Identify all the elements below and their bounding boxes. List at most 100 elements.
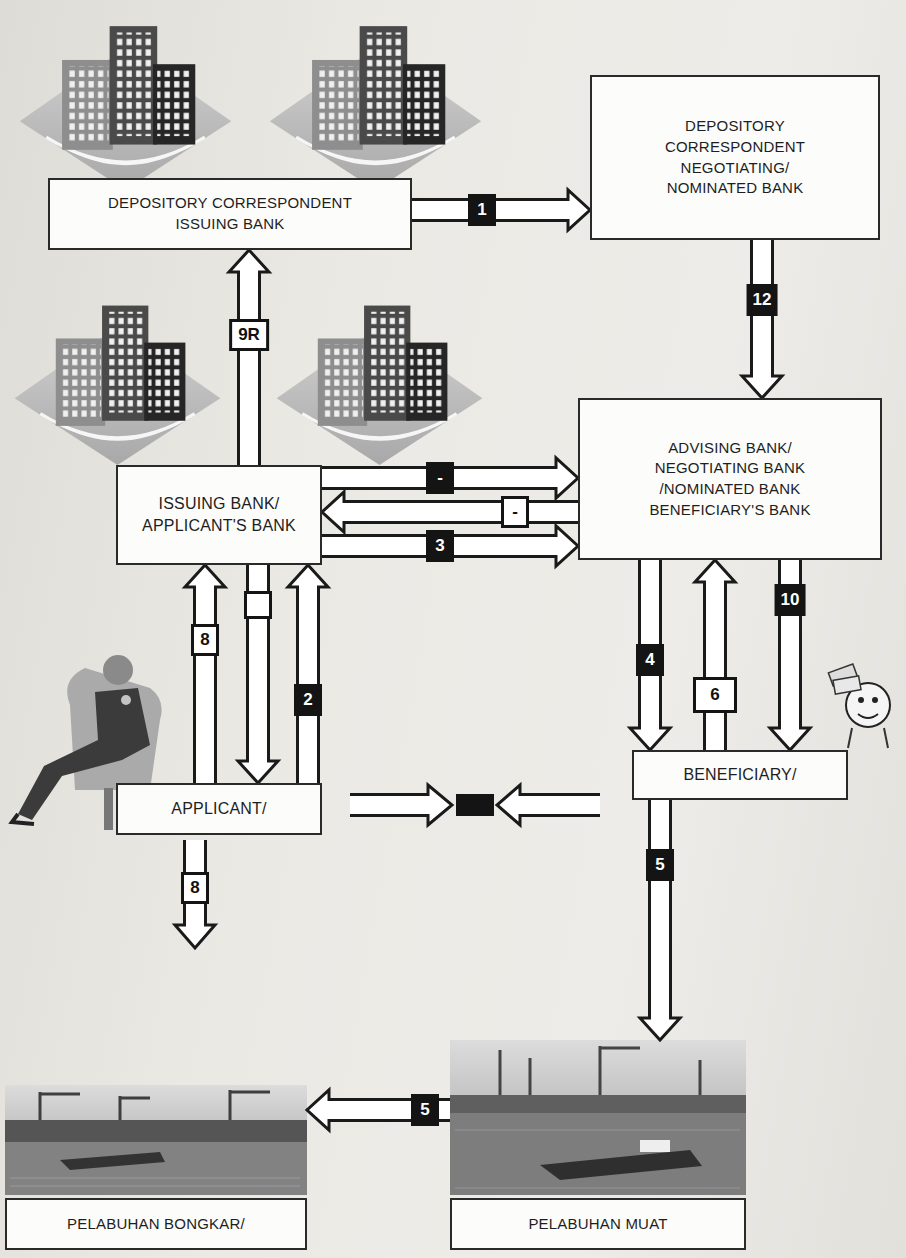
arrow-head bbox=[175, 925, 215, 948]
arrow-fill bbox=[350, 796, 431, 814]
callout-box: 4 bbox=[636, 644, 664, 676]
boat bbox=[540, 1150, 702, 1180]
arrow-fill bbox=[341, 503, 578, 521]
waves bbox=[10, 1178, 300, 1186]
port-photo bbox=[5, 1085, 307, 1195]
callout-box: 5 bbox=[411, 1094, 439, 1126]
chair-stem bbox=[104, 788, 113, 830]
callout-box: 5 bbox=[646, 849, 674, 881]
callout-box: 8 bbox=[191, 624, 219, 656]
callout-number: 4 bbox=[645, 650, 654, 670]
head bbox=[103, 655, 133, 685]
arrow-fill bbox=[706, 579, 724, 750]
bank-box: DEPOSITORY CORRESPONDENT NEGOTIATING/ NO… bbox=[590, 75, 880, 240]
bank-building bbox=[270, 26, 481, 190]
eye bbox=[872, 697, 878, 703]
callout-number: - bbox=[437, 468, 443, 488]
box-text: ADVISING BANK/ NEGOTIATING BANK /NOMINAT… bbox=[623, 438, 838, 521]
arrow-head bbox=[185, 565, 225, 587]
callout-box: 3 bbox=[426, 530, 454, 562]
block-arrow bbox=[288, 565, 328, 783]
block-arrow bbox=[322, 458, 578, 498]
block-arrow bbox=[238, 565, 278, 783]
port-node: PELABUHAN BONGKAR/ bbox=[5, 1085, 307, 1250]
water bbox=[5, 1142, 307, 1195]
callout-number: - bbox=[512, 502, 518, 522]
eye bbox=[858, 697, 864, 703]
arrow-head bbox=[568, 190, 590, 230]
callout-number: 10 bbox=[781, 590, 800, 610]
waves bbox=[455, 1130, 740, 1188]
block-arrow bbox=[322, 526, 578, 566]
arrow-fill bbox=[517, 796, 600, 814]
boat bbox=[60, 1152, 165, 1170]
callout-box: 2 bbox=[294, 684, 322, 716]
arrow-head bbox=[322, 492, 344, 532]
box-text: PELABUHAN MUAT bbox=[528, 1214, 667, 1235]
bank-building bbox=[15, 306, 221, 465]
shoe bbox=[12, 814, 34, 824]
contract-box bbox=[456, 794, 494, 816]
block-arrow bbox=[322, 492, 578, 532]
box-text: PELABUHAN BONGKAR/ bbox=[67, 1214, 245, 1235]
block-arrow bbox=[412, 190, 590, 230]
quay bbox=[450, 1095, 746, 1113]
block-arrow bbox=[742, 240, 782, 398]
body-lines bbox=[848, 728, 888, 748]
arrow-head bbox=[288, 565, 328, 587]
callout-box bbox=[244, 591, 272, 619]
arrow-fill bbox=[322, 469, 559, 487]
callout-number: 1 bbox=[477, 200, 486, 220]
mouth bbox=[858, 714, 878, 718]
bank-box: BENEFICIARY/ bbox=[632, 750, 848, 800]
caption-box: PELABUHAN MUAT bbox=[450, 1198, 746, 1250]
down-arrow bbox=[175, 840, 215, 948]
arrow-fill bbox=[196, 584, 214, 783]
box-text: DEPOSITORY CORRESPONDENT NEGOTIATING/ NO… bbox=[650, 116, 820, 199]
callout-box: 6 bbox=[693, 677, 737, 713]
block-arrow bbox=[640, 800, 680, 1040]
callout-box: 12 bbox=[747, 284, 778, 316]
arrow-head bbox=[428, 785, 452, 825]
money bbox=[833, 676, 861, 694]
contract-arrows bbox=[350, 785, 600, 825]
water bbox=[450, 1113, 746, 1195]
arrow-head bbox=[695, 560, 735, 582]
block-arrow bbox=[307, 1090, 450, 1130]
arrow-head bbox=[307, 1090, 329, 1130]
callout-number: 3 bbox=[435, 536, 444, 556]
arrow-head bbox=[630, 728, 670, 750]
arrow-head bbox=[238, 761, 278, 783]
bank-building bbox=[20, 26, 231, 190]
bank-box: ISSUING BANK/ APPLICANT'S BANK bbox=[116, 465, 322, 565]
block-arrow bbox=[185, 565, 225, 783]
callout-box: - bbox=[426, 462, 454, 494]
cranes bbox=[500, 1046, 700, 1095]
beneficiary-figure bbox=[828, 664, 890, 748]
cranes bbox=[40, 1090, 270, 1120]
box-text: DEPOSITORY CORRESPONDENT ISSUING BANK bbox=[85, 193, 375, 234]
photo-sky bbox=[5, 1085, 307, 1195]
box-text: APPLICANT/ bbox=[171, 798, 266, 820]
callout-number: 2 bbox=[303, 690, 312, 710]
port-node: PELABUHAN MUAT bbox=[450, 1040, 746, 1250]
quay bbox=[5, 1120, 307, 1142]
callout-number: 5 bbox=[420, 1100, 429, 1120]
arrow-head bbox=[497, 785, 520, 825]
arrow-head bbox=[640, 1018, 680, 1040]
callout-number: 6 bbox=[710, 685, 719, 705]
callout-number: 12 bbox=[753, 290, 772, 310]
arrow-head bbox=[556, 458, 578, 498]
arrow-head bbox=[742, 376, 782, 398]
hand bbox=[121, 695, 131, 705]
arrow-fill bbox=[322, 537, 559, 555]
wheelhouse bbox=[640, 1140, 670, 1152]
bank-building bbox=[277, 306, 483, 465]
bank-box: DEPOSITORY CORRESPONDENT ISSUING BANK bbox=[48, 178, 412, 250]
callout-number: 8 bbox=[190, 878, 199, 898]
box-text: ISSUING BANK/ APPLICANT'S BANK bbox=[128, 493, 310, 537]
block-arrow bbox=[630, 560, 670, 750]
callout-number: 5 bbox=[655, 855, 664, 875]
arrow-head bbox=[556, 526, 578, 566]
